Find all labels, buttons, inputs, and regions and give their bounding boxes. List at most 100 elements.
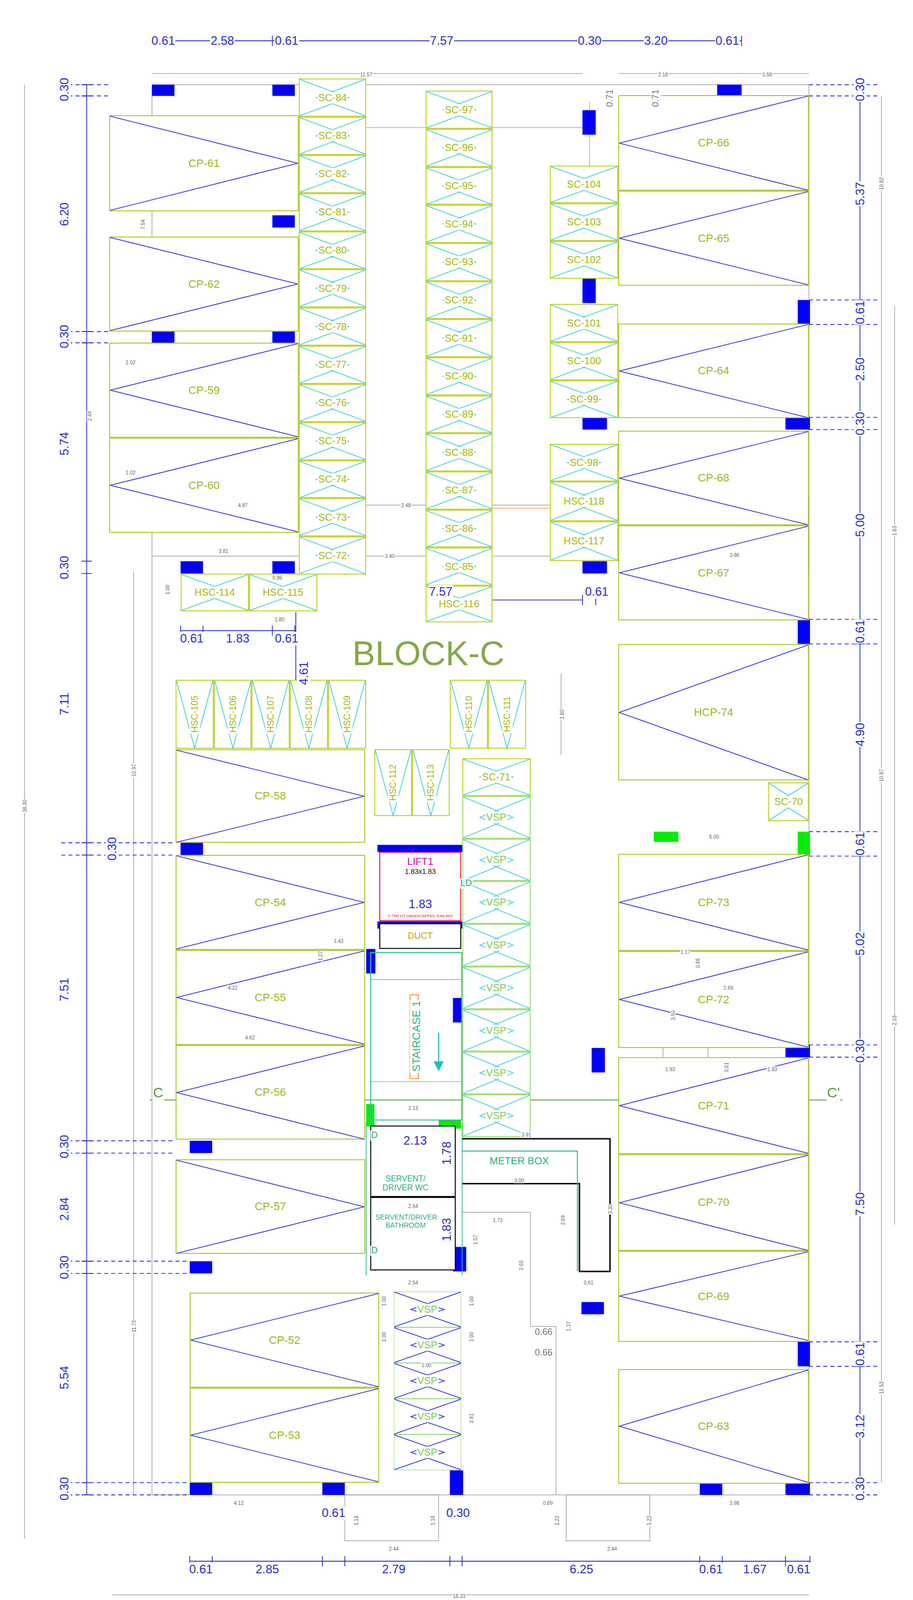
visitor-parking-bay: VSP — [462, 1009, 531, 1052]
dimension-label: 1.78 — [440, 1140, 454, 1166]
bay-diagonal — [619, 431, 808, 525]
bay-label: CP-71 — [696, 1099, 730, 1112]
dimension-label: 1.67 — [742, 1562, 768, 1576]
bay-label: VSP — [485, 1066, 508, 1079]
bay-diagonal — [426, 282, 476, 319]
bay-diagonal — [619, 324, 808, 418]
bay-label: CP-69 — [696, 1289, 730, 1303]
dimension-label: 2.48 — [400, 502, 411, 508]
dimension-label: 0.86 — [695, 957, 701, 969]
dimension-label: 2.13 — [407, 1105, 419, 1111]
dimension-label: 1.00 — [468, 1295, 474, 1306]
column — [180, 560, 204, 573]
bay-label: SC-81 — [317, 206, 349, 218]
column — [653, 831, 679, 842]
dimension-label: 2.84 — [57, 1196, 71, 1222]
dimension-label: 1.02 — [125, 469, 136, 475]
dimension-label: 0.30 — [853, 1475, 867, 1501]
bay-diagonal — [463, 924, 514, 966]
bay-diagonal — [479, 839, 530, 881]
bay-diagonal — [463, 759, 514, 795]
dimension-line — [462, 1211, 531, 1213]
dimension-label: 4.87 — [237, 502, 248, 508]
bay-diagonal — [176, 750, 365, 843]
dimension-label: 3.30 — [607, 1203, 613, 1214]
dimension-label: 1.73 — [492, 1217, 504, 1223]
bay-label: CP-64 — [696, 364, 730, 377]
bay-diagonal — [442, 282, 492, 319]
bay-label: SC-78 — [317, 320, 349, 333]
dimension-label: 3.50 — [670, 1009, 677, 1021]
scooter-bay: SC-103 — [549, 203, 619, 241]
dimension-label: 0.61 — [853, 831, 867, 857]
visitor-parking-bay: VSP — [462, 1051, 531, 1095]
bay-label: VSP — [416, 1410, 439, 1423]
bay-label: SC-101 — [565, 317, 603, 329]
dimension-label: 0.61 — [179, 631, 205, 645]
bay-diagonal — [316, 423, 366, 460]
bay-diagonal — [463, 1052, 514, 1094]
stair-arrow — [438, 1032, 440, 1061]
parking-bay: CP-70 — [618, 1153, 809, 1252]
staircase-box: STAIRCASE 1 — [370, 951, 463, 1121]
dimension-line — [854, 84, 865, 1495]
bay-label: HCP-74 — [692, 705, 734, 719]
bay-label: SC-72 — [317, 549, 349, 562]
bay-label: SC-93 — [443, 256, 475, 268]
bay-label: SC-71 — [480, 771, 512, 783]
dimension-line — [894, 305, 895, 1224]
bay-label: CP-54 — [253, 895, 287, 909]
door-label: LD — [459, 878, 473, 889]
bay-diagonal — [479, 759, 530, 795]
bay-diagonal — [619, 1057, 808, 1153]
bay-label: CP-66 — [696, 136, 730, 149]
bay-label: SC-99 — [568, 393, 600, 405]
bay-diagonal — [316, 461, 366, 498]
bay-diagonal — [450, 680, 487, 749]
column — [797, 619, 810, 644]
column — [272, 560, 295, 573]
bay-diagonal — [442, 129, 492, 166]
bay-diagonal — [479, 1095, 530, 1136]
bay-diagonal — [479, 967, 530, 1009]
dimension-label: 6.25 — [569, 1562, 595, 1576]
dimension-label: 1.83 — [407, 897, 433, 911]
dimension-label: 7.57 — [429, 34, 455, 48]
bay-diagonal — [316, 79, 366, 116]
bay-label: HSC-110 — [463, 694, 475, 734]
bay-diagonal — [410, 1327, 461, 1363]
scooter-bay: SC-70 — [768, 782, 809, 821]
bay-diagonal — [426, 434, 476, 471]
bay-diagonal — [567, 381, 618, 418]
dimension-label: 1.22 — [645, 1514, 652, 1526]
bay-label: SC-80 — [317, 244, 349, 257]
column — [189, 1140, 213, 1153]
bay-label: SC-102 — [565, 254, 603, 266]
bay-label: SC-98 — [568, 456, 600, 469]
dimension-label: 0.30 — [57, 77, 71, 103]
column — [581, 1301, 605, 1314]
visitor-parking-bay: VSP — [393, 1326, 462, 1363]
column — [377, 844, 463, 852]
bay-diagonal — [394, 1398, 445, 1434]
scooter-bay: SC-79 — [298, 269, 367, 308]
bay-diagonal — [110, 343, 298, 437]
scooter-bay: SC-74 — [298, 460, 367, 499]
bay-label: VSP — [485, 1024, 508, 1037]
bay-label: CP-61 — [187, 156, 221, 170]
bay-diagonal — [442, 358, 492, 395]
bay-label: SC-91 — [443, 332, 475, 345]
dimension-label: 2.54 — [407, 1203, 419, 1209]
bay-label: VSP — [416, 1446, 439, 1458]
dimension-label: 3.80 — [559, 708, 565, 720]
bay-diagonal — [442, 91, 492, 128]
dimension-label: 0.30 — [57, 1134, 71, 1159]
dimension-label: 7.54 — [139, 218, 146, 230]
dimension-label: 2.69 — [560, 1214, 566, 1226]
dimension-line — [618, 72, 809, 74]
bay-label: SC-73 — [317, 511, 349, 524]
bay-diagonal — [316, 270, 366, 307]
dimension-label: 2.60 — [518, 1259, 525, 1271]
column — [717, 84, 742, 96]
parking-bay: CP-64 — [618, 323, 809, 419]
